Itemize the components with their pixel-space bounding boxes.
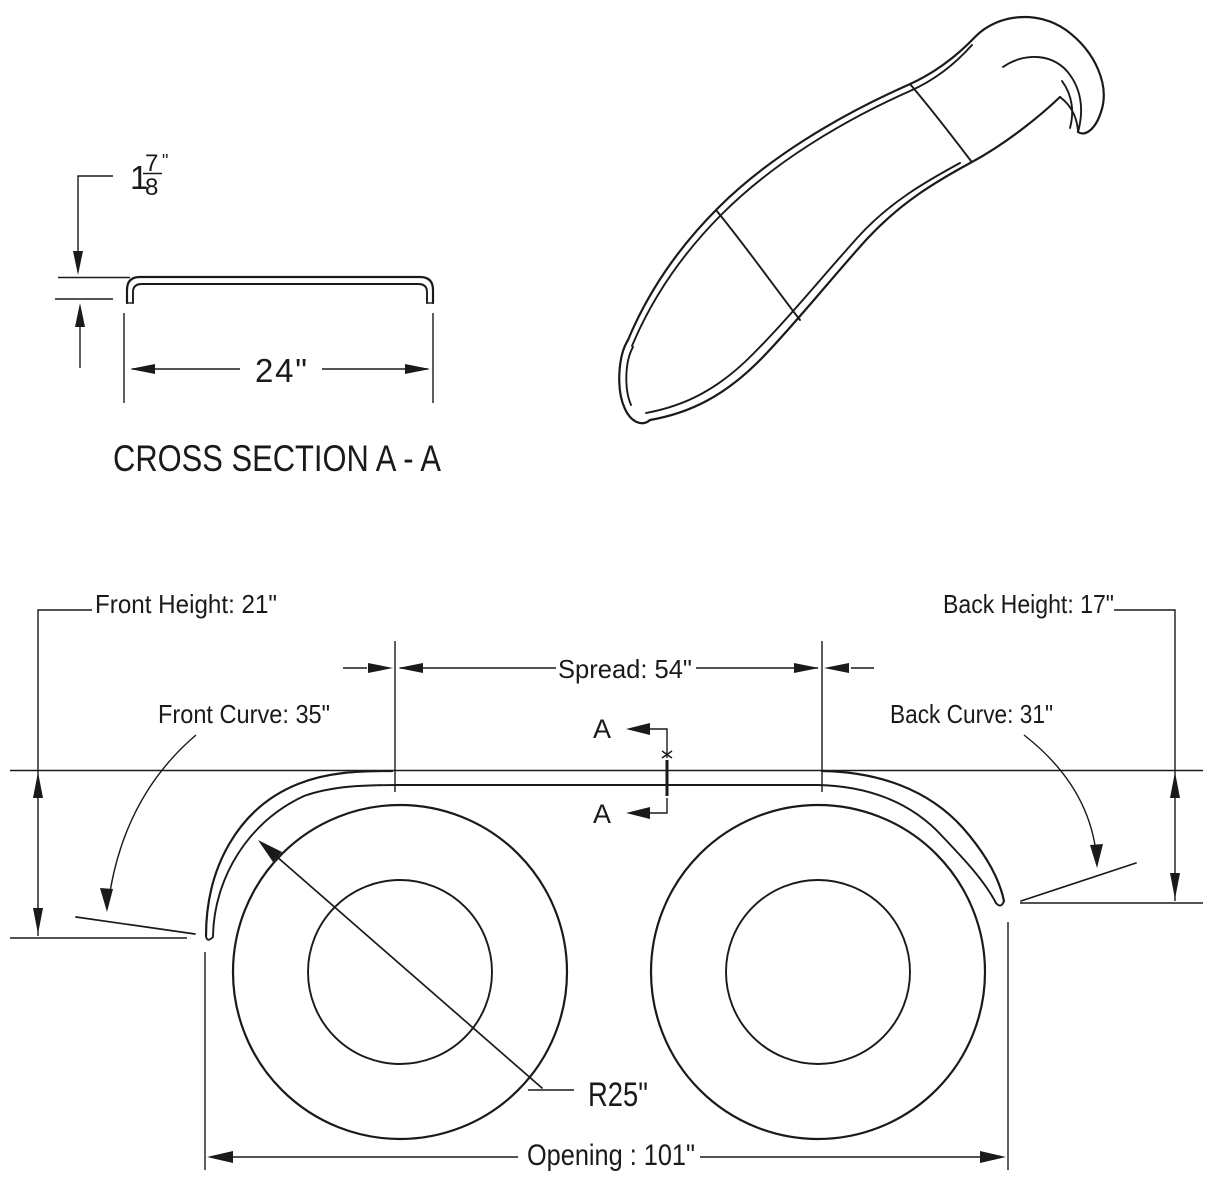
back-curve-arrow [1090, 844, 1103, 868]
back-height-arrow-up [1170, 772, 1180, 798]
fender-front-arc-inner [212, 784, 398, 937]
left-wheel-hub-circle [307, 879, 493, 1065]
spread-arrow-left-outer [368, 663, 393, 673]
cross-section-view: 1 7 8 " 24" CROSS SECTION A - A [55, 150, 441, 479]
thickness-fraction-denominator: 8 [145, 174, 158, 201]
section-marker-top-letter: A [593, 714, 611, 744]
iso-far-edge-inner [631, 44, 973, 347]
fender-back-arc-outer [820, 769, 1006, 903]
radius-label: R25" [588, 1076, 648, 1114]
front-height-arrow-up [33, 772, 43, 798]
iso-front-end-cap [618, 338, 652, 425]
thickness-arrow-down [73, 251, 83, 275]
width-arrow-right [405, 364, 430, 374]
width-dimension-label: 24" [255, 352, 307, 389]
iso-near-edge-tip-join [1059, 96, 1079, 132]
iso-panel-seam-back [909, 83, 972, 162]
front-height-leader [37, 609, 92, 936]
side-view: Front Height: 21" Back Height: 17" Sprea… [10, 589, 1203, 1172]
cross-section-title: CROSS SECTION A - A [113, 438, 441, 479]
iso-back-curl-outer [974, 15, 1105, 135]
fender-back-tip-cap [995, 900, 1005, 907]
right-wheel-outer-circle [649, 803, 987, 1141]
back-height-label: Back Height: 17" [943, 589, 1114, 619]
iso-far-edge-outer [626, 34, 978, 342]
iso-back-curl-inner [1002, 56, 1083, 133]
fender-front-arc-outer [204, 769, 394, 938]
iso-back-curl-detail [1061, 80, 1074, 129]
section-marker-bottom-letter: A [593, 799, 611, 829]
opening-arrow-left [207, 1151, 233, 1163]
back-curve-leader [1023, 734, 1098, 863]
width-arrow-left [130, 364, 155, 374]
section-inner-profile [132, 283, 428, 304]
thickness-leader-line [77, 175, 113, 268]
spread-arrow-right-inner [794, 663, 819, 673]
iso-front-end-cap-inner [625, 346, 634, 406]
front-curve-arrow [100, 888, 113, 912]
iso-near-edge-inner [645, 162, 961, 414]
iso-panel-seam-front [715, 209, 801, 321]
fender-front-tip-cap [205, 935, 214, 941]
section-marker-top-leader [649, 728, 668, 758]
left-wheel-outer-circle [231, 803, 569, 1141]
iso-near-edge-outer [648, 95, 1062, 422]
thickness-fraction-numerator: 7 [145, 150, 158, 177]
section-marker-bottom-leader [649, 798, 668, 814]
spread-label: Spread: 54" [558, 654, 692, 684]
fender-back-arc-inner [817, 784, 997, 904]
thickness-whole-number: 1 [130, 159, 148, 196]
spread-arrow-left-inner [398, 663, 423, 673]
opening-label: Opening : 101" [527, 1139, 695, 1172]
front-curve-tangent-line [75, 916, 196, 935]
right-wheel-hub-circle [725, 879, 911, 1065]
section-marker-break-symbol [661, 750, 673, 759]
section-outer-profile [125, 275, 435, 305]
back-curve-label: Back Curve: 31" [890, 699, 1053, 729]
spread-arrow-right-outer [824, 663, 849, 673]
radius-leader-line [275, 855, 543, 1089]
thickness-arrow-up [75, 303, 85, 327]
front-curve-leader [107, 734, 197, 906]
opening-arrow-right [980, 1151, 1006, 1163]
thickness-unit-mark: " [162, 151, 168, 171]
back-height-leader [1114, 609, 1176, 901]
radius-arrow [258, 840, 282, 862]
front-height-arrow-down [33, 908, 43, 934]
back-curve-tangent-line [1020, 862, 1137, 902]
front-curve-label: Front Curve: 35" [158, 699, 330, 729]
section-marker-top-arrow [626, 723, 650, 735]
isometric-view [618, 15, 1105, 425]
back-height-arrow-down [1170, 873, 1180, 899]
section-marker-bottom-arrow [626, 807, 650, 819]
front-height-label: Front Height: 21" [95, 589, 277, 619]
